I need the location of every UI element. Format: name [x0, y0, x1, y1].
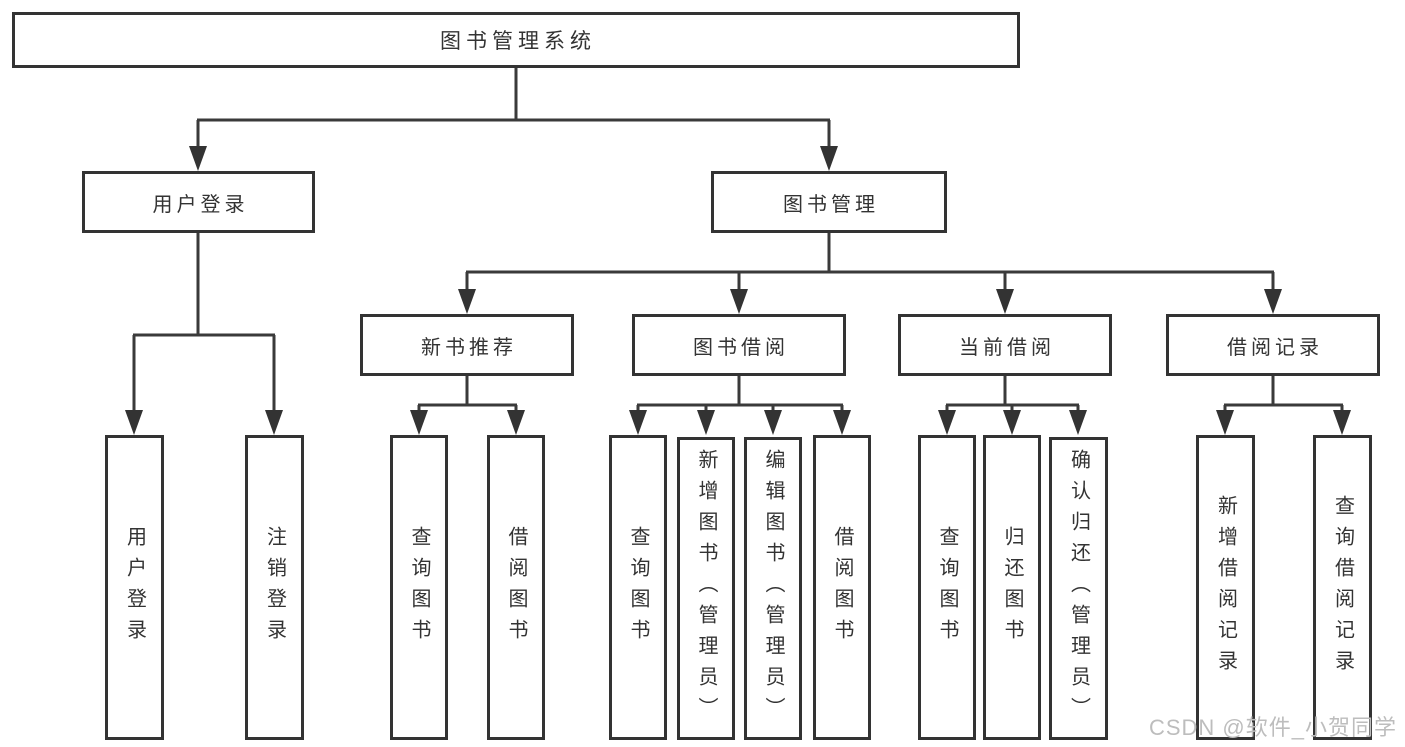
node-label: 借阅图书 — [505, 525, 527, 650]
node-label: 借阅记录 — [1227, 336, 1323, 359]
leaf-logout: 注销登录 — [245, 435, 304, 740]
node-label: 用户登录 — [123, 525, 146, 650]
leaf-borrow-books-2: 借阅图书 — [813, 435, 871, 740]
node-book-borrowing: 图书借阅 — [632, 314, 846, 376]
leaf-query-books-1: 查询图书 — [390, 435, 448, 740]
node-label: 当前借阅 — [959, 336, 1055, 359]
node-current-borrowing: 当前借阅 — [898, 314, 1112, 376]
node-label: 查询借阅记录 — [1331, 494, 1354, 681]
node-book-management: 图书管理 — [711, 171, 947, 233]
node-label: 图书管理 — [783, 193, 879, 216]
node-library-management-system: 图书管理系统 — [12, 12, 1020, 68]
node-borrowing-records: 借阅记录 — [1166, 314, 1380, 376]
leaf-borrow-books-1: 借阅图书 — [487, 435, 545, 740]
leaf-query-books-2: 查询图书 — [609, 435, 667, 740]
leaf-query-borrow-record: 查询借阅记录 — [1313, 435, 1372, 740]
node-label: 查询图书 — [408, 525, 430, 650]
csdn-watermark: CSDN @软件_小贺同学 — [1148, 715, 1397, 740]
node-label: 新增借阅记录 — [1214, 494, 1237, 681]
node-label: 查询图书 — [627, 525, 649, 650]
node-label: 新书推荐 — [421, 336, 517, 359]
node-label: 查询图书 — [936, 525, 958, 650]
leaf-edit-books-admin: 编辑图书（管理员） — [744, 437, 802, 740]
node-label: 图书管理系统 — [440, 30, 596, 53]
leaf-add-books-admin: 新增图书（管理员） — [677, 437, 735, 740]
node-label: 编辑图书（管理员） — [762, 449, 784, 728]
node-label: 用户登录 — [152, 193, 249, 216]
node-label: 确认归还（管理员） — [1067, 449, 1090, 728]
node-user-login: 用户登录 — [82, 171, 315, 233]
node-label: 借阅图书 — [831, 525, 853, 650]
leaf-add-borrow-record: 新增借阅记录 — [1196, 435, 1255, 740]
leaf-user-login: 用户登录 — [105, 435, 164, 740]
leaf-query-books-3: 查询图书 — [918, 435, 976, 740]
node-label: 图书借阅 — [693, 336, 789, 359]
leaf-confirm-return-admin: 确认归还（管理员） — [1049, 437, 1108, 740]
leaf-return-books: 归还图书 — [983, 435, 1041, 740]
node-new-book-recommendation: 新书推荐 — [360, 314, 574, 376]
node-label: 注销登录 — [263, 525, 286, 650]
node-label: 新增图书（管理员） — [695, 449, 717, 728]
node-label: 归还图书 — [1001, 525, 1023, 650]
